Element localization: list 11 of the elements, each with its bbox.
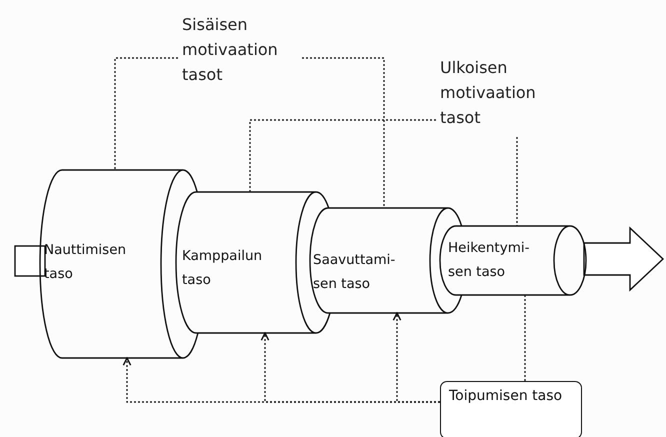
arrow [392, 312, 440, 403]
connector-line [524, 295, 526, 381]
level-box [440, 381, 582, 437]
connector-line [516, 137, 518, 226]
connector-line [249, 119, 436, 192]
connector-line [114, 57, 178, 170]
level-label: Kamppailun taso [182, 247, 264, 290]
connector-line [302, 57, 385, 208]
level-label: Toipumisen taso [449, 387, 564, 406]
level-label: Heikentymi- sen taso [448, 239, 530, 282]
level-label: Saavuttami- sen taso [313, 251, 396, 294]
